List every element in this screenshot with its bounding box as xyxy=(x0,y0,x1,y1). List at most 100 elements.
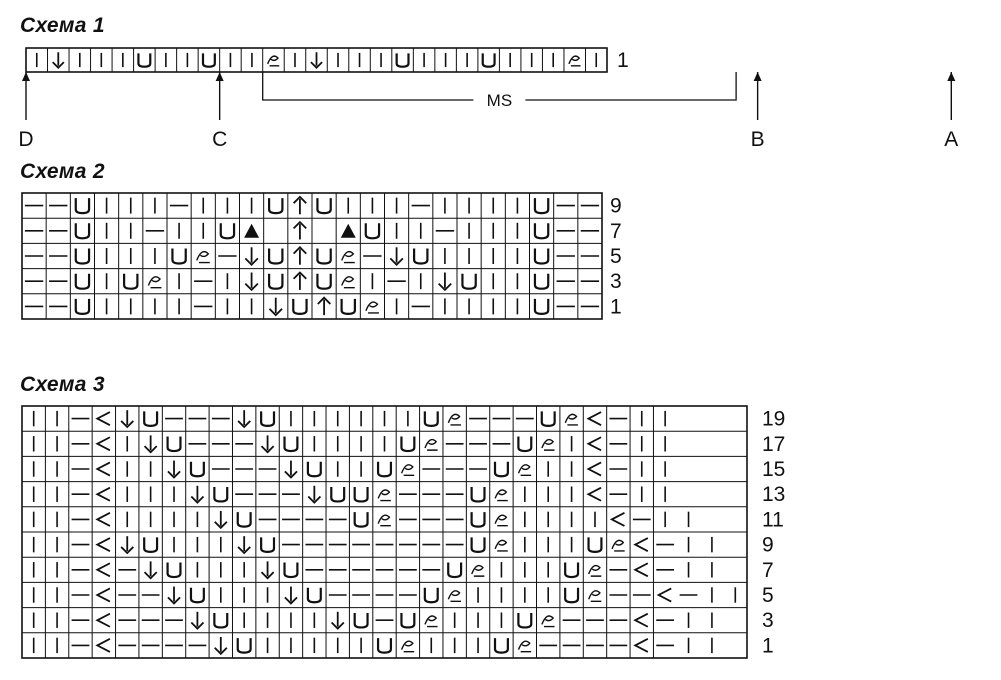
yarn-over-mark xyxy=(533,223,550,240)
twisted-stitch-mark xyxy=(494,489,508,502)
slip-stitch-mark xyxy=(633,537,649,552)
yarn-over-mark xyxy=(376,461,393,478)
decrease-left-head xyxy=(214,647,228,656)
slip-stitch-mark xyxy=(586,461,602,477)
slip-stitch-mark xyxy=(95,512,111,527)
chart-cell-decrease-up xyxy=(292,271,307,290)
yarn-over-mark xyxy=(166,436,182,453)
yarn-over-mark xyxy=(123,273,139,290)
chart-cell-decrease-left xyxy=(284,460,298,479)
chart-cell-yarn-over xyxy=(353,612,369,629)
chart-cell-decrease-left xyxy=(307,485,322,504)
yarn-over-mark xyxy=(260,411,276,427)
chart-cell-twisted-stitch xyxy=(568,55,581,67)
chart-cell-yarn-over xyxy=(533,248,550,265)
row-number: 7 xyxy=(762,559,774,582)
slip-stitch-mark xyxy=(95,612,111,628)
chart-cell-yarn-over xyxy=(316,273,332,290)
yarn-over-mark xyxy=(306,461,322,478)
chart-cell-yarn-over xyxy=(470,537,486,553)
twisted-stitch-mark xyxy=(424,615,438,628)
marker-C: C xyxy=(212,72,227,151)
chart-cell-decrease-up xyxy=(317,296,332,316)
decrease-left-head xyxy=(437,282,452,292)
marker-label: C xyxy=(212,128,227,151)
decrease-left-head xyxy=(310,61,323,70)
chart-cell-yarn-over xyxy=(260,411,276,427)
slip-stitch-mark xyxy=(633,638,649,653)
chart-cell-yarn-over xyxy=(400,612,416,629)
chart-cell-yarn-over xyxy=(219,223,236,240)
row-number: 3 xyxy=(762,609,774,632)
yarn-over-mark xyxy=(481,53,496,68)
chart-cell-yarn-over xyxy=(493,638,509,654)
twisted-stitch-mark xyxy=(541,615,555,628)
decrease-up-head xyxy=(317,296,332,305)
chart-cell-yarn-over xyxy=(201,53,216,68)
yarn-over-mark xyxy=(292,298,308,315)
yarn-over-mark xyxy=(533,298,550,315)
yarn-over-mark xyxy=(283,436,299,453)
slip-stitch-mark xyxy=(586,436,602,452)
chart-cell-yarn-over xyxy=(533,223,550,240)
chart-cell-yarn-over xyxy=(268,273,284,290)
chart-cell-twisted-stitch xyxy=(471,564,485,577)
slip-stitch-mark xyxy=(95,537,111,552)
chart-cell-slip-stitch xyxy=(586,436,602,452)
yarn-over-mark xyxy=(268,248,284,265)
twisted-stitch-mark xyxy=(494,514,508,527)
yarn-over-mark xyxy=(564,587,580,604)
chart-cell-yarn-over xyxy=(533,198,550,215)
chart-cell-decrease-left xyxy=(437,272,452,292)
chart-cell-twisted-stitch xyxy=(400,640,415,653)
chart-cell-decrease-left xyxy=(237,410,251,429)
yarn-over-mark xyxy=(316,198,332,215)
repeat-label: MS xyxy=(487,91,513,110)
chart-cell-twisted-stitch xyxy=(494,514,508,527)
chart-cell-decrease-left xyxy=(52,52,65,70)
chart-cell-slip-stitch xyxy=(586,411,602,426)
yarn-over-mark xyxy=(171,248,187,265)
chart-cell-twisted-stitch xyxy=(494,489,508,502)
decrease-left-head xyxy=(268,308,283,317)
slip-stitch-mark xyxy=(633,612,649,628)
decrease-left-head xyxy=(389,257,404,266)
yarn-over-mark xyxy=(447,562,463,579)
chart-cell-slip-stitch xyxy=(95,537,111,552)
decrease-left-head xyxy=(190,495,205,504)
yarn-over-mark xyxy=(517,612,533,629)
chart-cell-twisted-stitch xyxy=(447,413,461,426)
yarn-over-mark xyxy=(470,512,486,528)
chart-cell-decrease-left xyxy=(167,586,181,605)
chart-cell-yarn-over xyxy=(376,461,393,478)
row-number: 11 xyxy=(762,508,784,531)
yarn-over-mark xyxy=(470,537,486,553)
yarn-over-mark xyxy=(74,198,91,215)
chart-cell-yarn-over xyxy=(564,587,580,604)
chart-cell-yarn-over xyxy=(330,486,346,503)
decrease-up-head xyxy=(292,220,307,230)
chart-cell-twisted-stitch xyxy=(447,590,461,603)
decrease-left-head xyxy=(331,621,345,630)
marker-arrow xyxy=(215,72,224,81)
decrease-left-head xyxy=(167,596,181,605)
decrease-left-head xyxy=(260,571,275,580)
chart-cell-yarn-over xyxy=(533,273,550,290)
chart-cell-decrease-left xyxy=(244,272,259,292)
chart-cell-yarn-over xyxy=(213,486,229,503)
chart-cell-twisted-stitch xyxy=(424,615,438,628)
chart-cell-slip-stitch xyxy=(95,461,111,477)
twisted-stitch-mark xyxy=(517,464,532,477)
chart-cell-yarn-over xyxy=(564,562,580,579)
marker-label: B xyxy=(751,128,765,151)
row-number: 7 xyxy=(610,220,622,243)
yarn-over-mark xyxy=(400,612,416,629)
scheme-2-title: Схема 2 xyxy=(20,160,105,183)
decrease-left-head xyxy=(284,470,298,479)
yarn-over-mark xyxy=(316,273,332,290)
chart-cell-twisted-stitch xyxy=(611,539,625,552)
